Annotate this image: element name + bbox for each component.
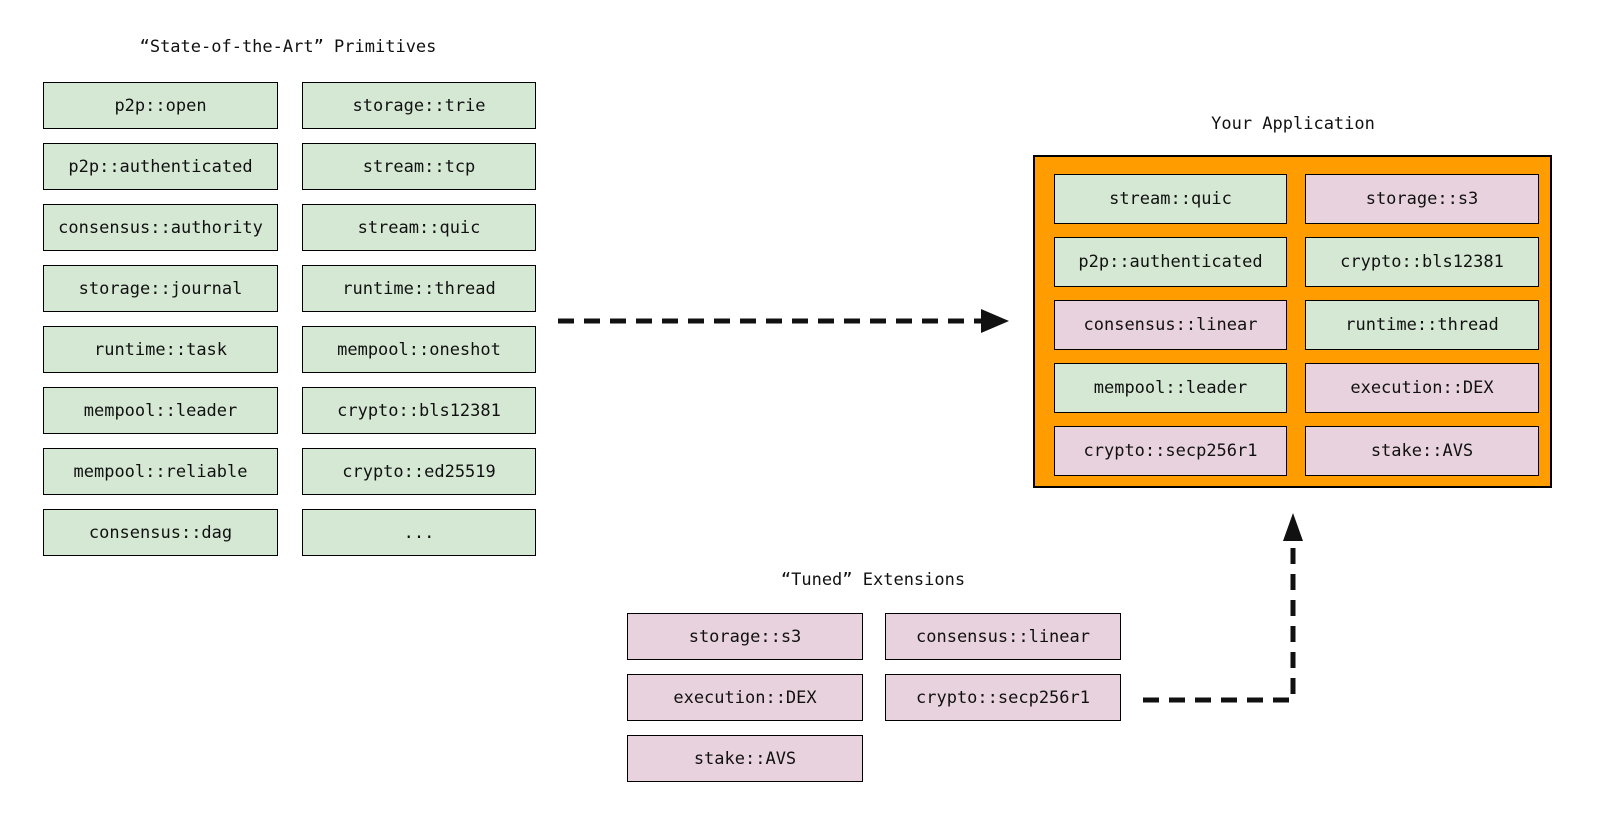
application-title: Your Application bbox=[1211, 114, 1375, 134]
primitive-box: mempool::oneshot bbox=[302, 326, 536, 373]
app-module-box: execution::DEX bbox=[1305, 363, 1539, 413]
app-module-box: stream::quic bbox=[1054, 174, 1287, 224]
primitive-box: crypto::ed25519 bbox=[302, 448, 536, 495]
extensions-to-application-arrowhead bbox=[1283, 513, 1303, 541]
primitive-box: runtime::task bbox=[43, 326, 278, 373]
primitive-box: consensus::authority bbox=[43, 204, 278, 251]
primitive-box: crypto::bls12381 bbox=[302, 387, 536, 434]
extension-box: crypto::secp256r1 bbox=[885, 674, 1121, 721]
primitive-box: mempool::reliable bbox=[43, 448, 278, 495]
primitive-box: p2p::authenticated bbox=[43, 143, 278, 190]
primitive-box: ... bbox=[302, 509, 536, 556]
app-module-box: crypto::secp256r1 bbox=[1054, 426, 1287, 476]
primitive-box: stream::tcp bbox=[302, 143, 536, 190]
primitive-box: storage::journal bbox=[43, 265, 278, 312]
app-module-box: stake::AVS bbox=[1305, 426, 1539, 476]
primitive-box: p2p::open bbox=[43, 82, 278, 129]
primitive-box: mempool::leader bbox=[43, 387, 278, 434]
app-module-box: runtime::thread bbox=[1305, 300, 1539, 350]
app-module-box: storage::s3 bbox=[1305, 174, 1539, 224]
primitives-to-application-arrowhead bbox=[981, 309, 1009, 333]
extensions-to-application-arrow-line bbox=[1143, 542, 1296, 703]
primitive-box: consensus::dag bbox=[43, 509, 278, 556]
primitive-box: runtime::thread bbox=[302, 265, 536, 312]
primitive-box: stream::quic bbox=[302, 204, 536, 251]
extension-box: execution::DEX bbox=[627, 674, 863, 721]
app-module-box: crypto::bls12381 bbox=[1305, 237, 1539, 287]
app-module-box: mempool::leader bbox=[1054, 363, 1287, 413]
extension-box: stake::AVS bbox=[627, 735, 863, 782]
app-module-box: p2p::authenticated bbox=[1054, 237, 1287, 287]
app-module-box: consensus::linear bbox=[1054, 300, 1287, 350]
primitive-box: storage::trie bbox=[302, 82, 536, 129]
extensions-title: “Tuned” Extensions bbox=[780, 570, 966, 590]
primitives-title: “State-of-the-Art” Primitives bbox=[139, 37, 437, 57]
extension-box: consensus::linear bbox=[885, 613, 1121, 660]
extension-box: storage::s3 bbox=[627, 613, 863, 660]
